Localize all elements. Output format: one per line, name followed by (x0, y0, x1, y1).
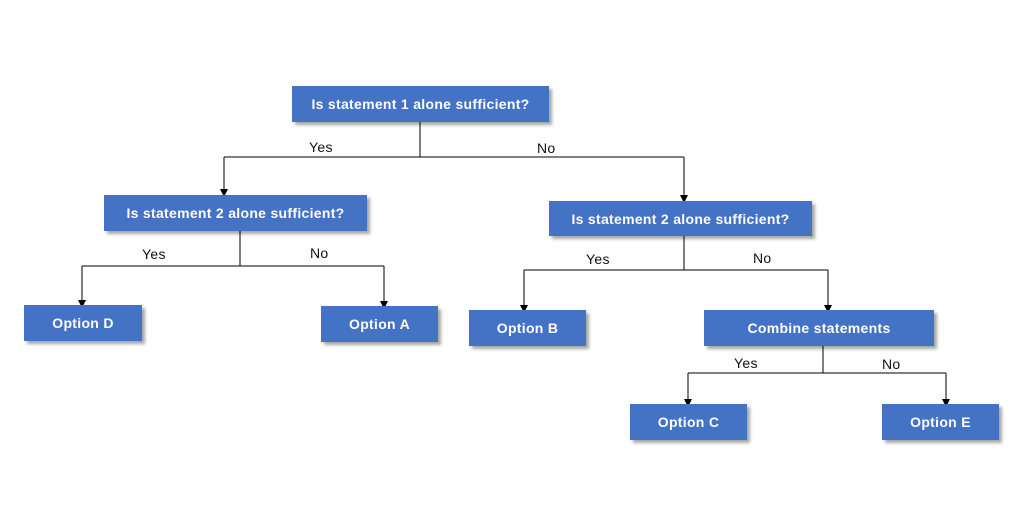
q2-left-yes-label: Yes (142, 246, 166, 262)
q2-right-yes-label: Yes (586, 251, 610, 267)
q1-yes-label: Yes (309, 139, 333, 155)
question-statement-1-node: Is statement 1 alone sufficient? (292, 86, 549, 122)
option-b-node: Option B (469, 310, 586, 346)
question-statement-2-right-node: Is statement 2 alone sufficient? (549, 201, 812, 236)
question-statement-2-left-node: Is statement 2 alone sufficient? (104, 195, 367, 231)
combine-no-label: No (882, 356, 901, 372)
option-d-node: Option D (24, 305, 142, 341)
option-a-node: Option A (321, 306, 438, 342)
option-c-node: Option C (630, 404, 747, 440)
q2-left-no-label: No (310, 245, 329, 261)
combine-yes-label: Yes (734, 355, 758, 371)
option-e-node: Option E (882, 404, 999, 440)
q1-no-label: No (537, 140, 556, 156)
combine-statements-node: Combine statements (704, 310, 934, 346)
q2-right-no-label: No (753, 250, 772, 266)
